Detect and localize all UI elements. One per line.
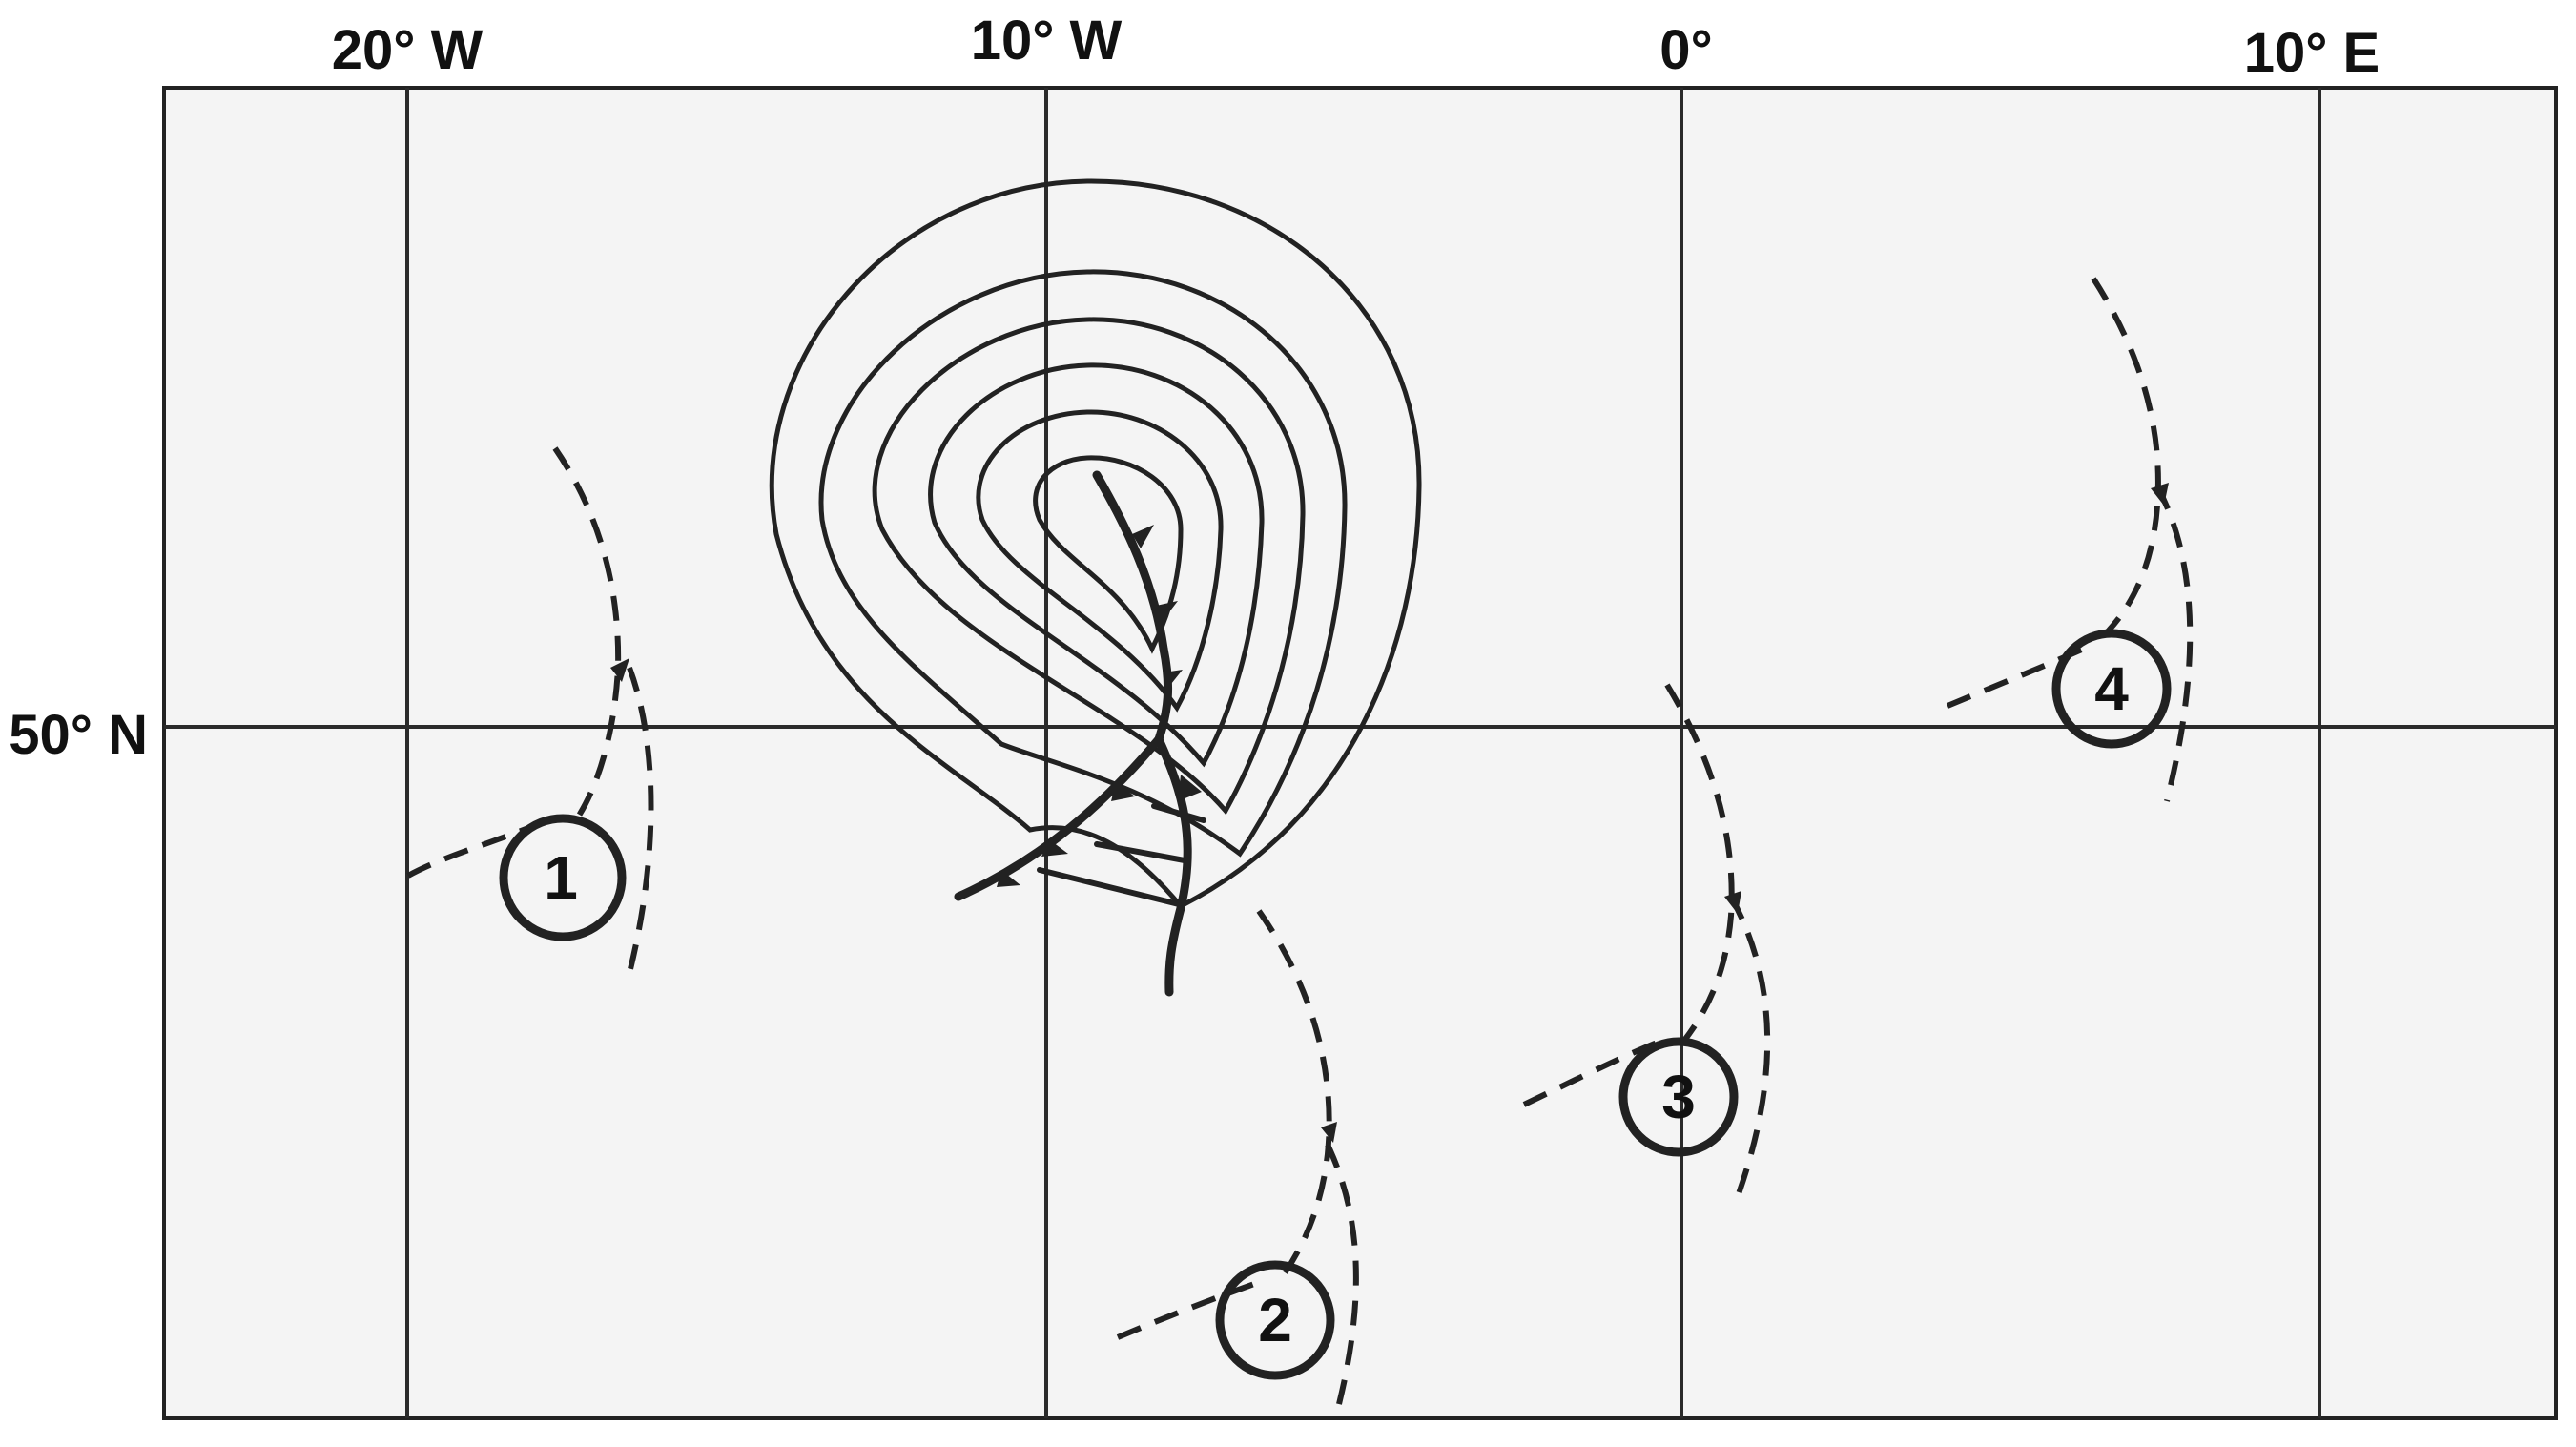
lon-label-20w: 20° W xyxy=(332,19,484,81)
front-pip xyxy=(1724,891,1741,914)
isobar-ring-3 xyxy=(928,362,1265,768)
front-hatching xyxy=(1037,803,1206,907)
front-2-warm xyxy=(1116,1280,1259,1340)
front-pip xyxy=(997,870,1020,887)
front-1-trailing xyxy=(627,666,654,974)
map-background xyxy=(162,86,2558,1420)
front-2-trailing xyxy=(1325,1143,1359,1413)
front-3-cold xyxy=(1664,683,1735,1044)
position-label-4: 4 xyxy=(2094,654,2129,723)
wave-pips-1 xyxy=(610,658,629,682)
isobar-ring-1 xyxy=(1033,455,1184,654)
position-marker-3 xyxy=(1618,1037,1739,1157)
wave-pips-4 xyxy=(2151,483,2169,506)
front-pips xyxy=(997,525,1202,887)
lat-label-50n: 50° N xyxy=(9,704,148,766)
front-3-trailing xyxy=(1728,895,1771,1204)
wave-system-2 xyxy=(1116,909,1359,1413)
position-marker-2 xyxy=(1215,1260,1335,1380)
position-marker-1 xyxy=(499,814,627,941)
position-marker-4 xyxy=(2051,629,2172,749)
front-hatch-1 xyxy=(1151,803,1206,823)
isobar-ring-4 xyxy=(872,317,1306,816)
isobar-ring-6 xyxy=(769,178,1422,910)
front-pip xyxy=(1132,525,1154,548)
position-label-3: 3 xyxy=(1661,1063,1696,1131)
front-pip xyxy=(1178,775,1202,801)
front-pip xyxy=(1321,1122,1337,1143)
warm-front-line xyxy=(1154,734,1192,997)
front-hatch-3 xyxy=(1037,867,1182,907)
wave-system-3 xyxy=(1522,683,1771,1204)
isobar-rings xyxy=(769,178,1422,910)
mature-front-system xyxy=(954,470,1206,997)
position-label-1: 1 xyxy=(544,843,578,912)
front-2-cold xyxy=(1256,909,1332,1285)
lon-label-10e: 10° E xyxy=(2244,22,2380,84)
wave-pips-2 xyxy=(1321,1122,1337,1143)
cold-front-line xyxy=(954,734,1164,901)
front-pip xyxy=(1156,601,1178,622)
front-pip xyxy=(1164,670,1183,689)
front-1-cold xyxy=(552,446,622,820)
front-pip xyxy=(610,658,629,682)
occluded-front-line xyxy=(1092,470,1173,744)
front-pip xyxy=(1041,839,1068,857)
position-label-2: 2 xyxy=(1258,1286,1292,1354)
wave-pips-3 xyxy=(1724,891,1741,914)
front-hatch-2 xyxy=(1094,841,1187,863)
front-pip xyxy=(1111,782,1135,801)
lon-label-0: 0° xyxy=(1659,19,1712,81)
front-3-warm xyxy=(1522,1039,1661,1107)
front-4-cold xyxy=(2091,277,2161,634)
front-pip xyxy=(2151,483,2169,506)
lon-label-10w: 10° W xyxy=(971,10,1123,72)
